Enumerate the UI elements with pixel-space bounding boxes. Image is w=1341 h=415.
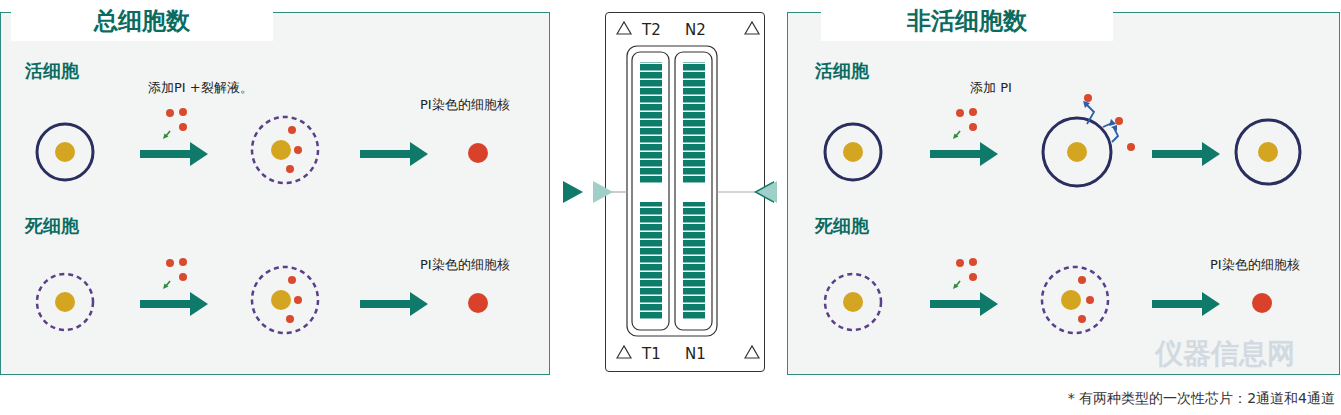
section-label: 死细胞: [25, 215, 79, 237]
channel-label: T1: [642, 345, 661, 363]
step-label: 添加 PI: [970, 80, 1012, 96]
section-label: 死细胞: [815, 215, 869, 237]
watermark: 仪器信息网: [1155, 338, 1295, 370]
caption: * 有两种类型的一次性芯片：2通道和4通道: [1068, 389, 1335, 407]
result-label: PI染色的细胞核: [420, 257, 510, 273]
section-label: 活细胞: [815, 60, 869, 82]
result-label: PI染色的细胞核: [420, 97, 510, 113]
channel-label: N2: [685, 21, 706, 39]
arrow-head: [563, 181, 583, 203]
flow-arrow: [563, 181, 613, 203]
step-label: 添加PI +裂解液。: [148, 80, 253, 96]
section-label: 活细胞: [25, 60, 79, 82]
channel-label: T2: [642, 21, 661, 39]
panel: 非活细胞数: [787, 12, 1340, 375]
flow-arrow: [754, 181, 777, 203]
arrow-head: [757, 181, 777, 203]
arrow-head: [593, 181, 613, 203]
panel-title: 总细胞数: [11, 1, 273, 41]
panel-title: 非活细胞数: [821, 1, 1113, 41]
channel-label: N1: [685, 345, 706, 363]
panel: 总细胞数: [0, 12, 550, 375]
result-label: PI染色的细胞核: [1210, 257, 1300, 273]
